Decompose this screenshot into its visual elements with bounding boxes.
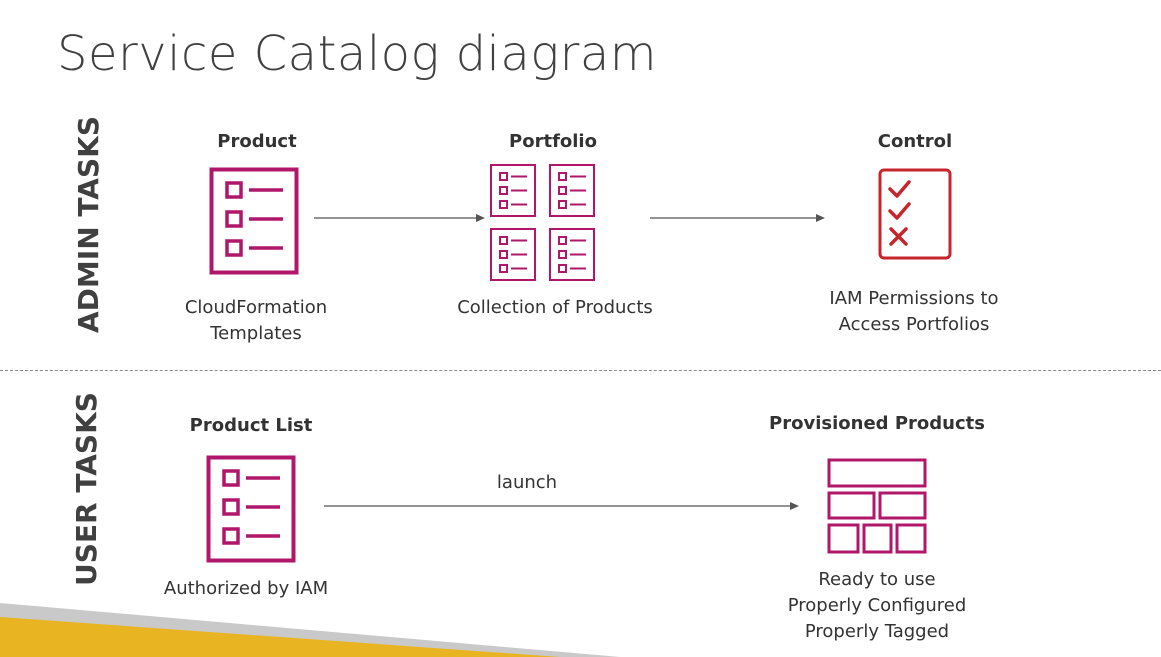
provisioned-products-caption: Ready to use Properly Configured Properl… [788, 567, 967, 645]
control-caption: IAM Permissions to Access Portfolios [829, 286, 998, 338]
arrow-product-to-portfolio [314, 214, 485, 222]
section-divider [0, 370, 1161, 371]
portfolio-icon [490, 164, 595, 281]
control-caption-line-1: IAM Permissions to [829, 288, 999, 309]
permissions-checklist-icon [878, 168, 952, 260]
control-caption-line-2: Access Portfolios [838, 314, 990, 336]
provisioned-products-heading: Provisioned Products [769, 413, 985, 434]
launch-label: launch [496, 472, 558, 493]
product-list-heading: Product List [189, 415, 313, 436]
product-list-caption-line-1: Authorized by IAM [163, 578, 329, 599]
provisioned-grid-icon [827, 458, 927, 554]
checklist-icon [209, 167, 299, 275]
checklist-icon [206, 455, 296, 563]
product-caption: CloudFormation Templates [185, 295, 327, 347]
provisioned-caption-line-1: Ready to use [818, 569, 936, 590]
arrow-portfolio-to-control [650, 214, 825, 222]
product-caption-line-2: Templates [210, 323, 302, 345]
product-heading: Product [217, 131, 297, 152]
admin-tasks-label: ADMIN TASKS [72, 116, 105, 333]
arrow-launch [324, 502, 799, 510]
portfolio-caption-line-1: Collection of Products [457, 297, 653, 318]
portfolio-heading: Portfolio [509, 131, 597, 152]
portfolio-caption: Collection of Products [457, 295, 653, 321]
provisioned-caption-line-2: Properly Configured [787, 595, 967, 617]
user-tasks-label: USER TASKS [70, 392, 103, 586]
page-title: Service Catalog diagram [57, 26, 658, 82]
product-list-caption: Authorized by IAM [164, 576, 328, 602]
control-heading: Control [877, 131, 953, 152]
product-caption-line-1: CloudFormation [184, 297, 328, 318]
provisioned-caption-line-3: Properly Tagged [804, 621, 950, 643]
decorative-accent-stripe [0, 603, 620, 657]
